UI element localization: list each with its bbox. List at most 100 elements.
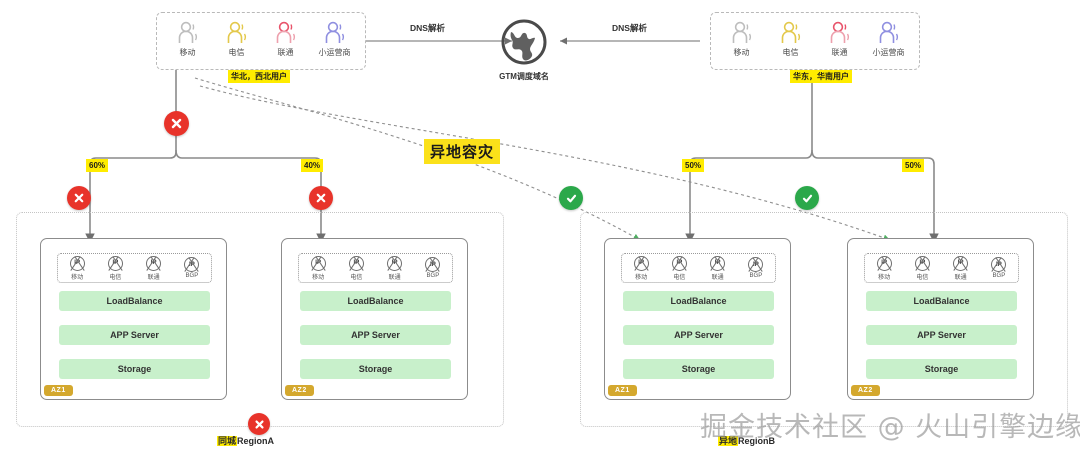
- az-tag: AZ2: [851, 385, 880, 396]
- ip-icon: IP: [671, 255, 687, 271]
- ip-label: 移动: [878, 274, 891, 281]
- az-tag: AZ1: [44, 385, 73, 396]
- service-app-server[interactable]: APP Server: [623, 325, 774, 345]
- carrier-item[interactable]: 电信: [214, 21, 260, 58]
- ip-icon: IP: [69, 255, 85, 271]
- service-loadbalance[interactable]: LoadBalance: [866, 291, 1017, 311]
- service-storage[interactable]: Storage: [300, 359, 451, 379]
- status-badge-region-a[interactable]: [164, 111, 189, 136]
- ip-node[interactable]: IP BGP: [420, 257, 446, 279]
- ip-node[interactable]: IP BGP: [986, 257, 1012, 279]
- status-badge-az1-left[interactable]: [67, 186, 91, 210]
- ip-label: 电信: [109, 274, 122, 281]
- az-tag: AZ2: [285, 385, 314, 396]
- carrier-item[interactable]: 移动: [719, 21, 765, 58]
- ip-icon: IP: [425, 257, 441, 272]
- ip-icon: IP: [310, 255, 326, 271]
- ip-label: 联通: [954, 274, 967, 281]
- carrier-panel-left: 移动 电信 联通: [156, 12, 366, 70]
- ip-node[interactable]: IP 电信: [343, 255, 369, 281]
- service-loadbalance[interactable]: LoadBalance: [623, 291, 774, 311]
- carrier-panel-right: 移动 电信 联通: [710, 12, 920, 70]
- az-tag: AZ1: [608, 385, 637, 396]
- ip-node[interactable]: IP 电信: [909, 255, 935, 281]
- ip-node[interactable]: IP BGP: [179, 257, 205, 279]
- service-storage[interactable]: Storage: [866, 359, 1017, 379]
- carrier-item[interactable]: 小运营商: [312, 21, 358, 58]
- dns-label-right: DNS解析: [612, 23, 647, 33]
- region-label-a: 同城RegionA: [217, 434, 274, 447]
- carrier-item[interactable]: 小运营商: [866, 21, 912, 58]
- status-badge-region-a-bottom[interactable]: [248, 413, 270, 435]
- carrier-label: 小运营商: [872, 48, 905, 57]
- check-icon: [566, 194, 576, 202]
- carrier-item[interactable]: 联通: [263, 21, 309, 58]
- dns-label-left: DNS解析: [410, 23, 445, 33]
- user-icon: [781, 21, 800, 43]
- carrier-item[interactable]: 联通: [817, 21, 863, 58]
- carrier-item[interactable]: 电信: [768, 21, 814, 58]
- service-app-server[interactable]: APP Server: [866, 325, 1017, 345]
- az-box-a2: IP 移动 IP 电信 IP 联通 IP BGP LoadBalance APP…: [281, 238, 468, 400]
- ip-node[interactable]: IP 联通: [948, 255, 974, 281]
- error-x-icon: [171, 118, 182, 129]
- ip-label: 电信: [673, 274, 686, 281]
- ip-node[interactable]: IP 移动: [871, 255, 897, 281]
- audience-tag-right: 华东，华南用户: [790, 70, 852, 83]
- user-icon: [830, 21, 849, 43]
- user-icon: [227, 21, 246, 43]
- ip-label: BGP: [185, 273, 199, 279]
- ip-label: 联通: [147, 274, 160, 281]
- ip-label: 移动: [635, 274, 648, 281]
- ip-node[interactable]: IP 联通: [141, 255, 167, 281]
- carrier-label: 移动: [179, 48, 196, 57]
- carrier-label: 联通: [831, 48, 848, 57]
- ip-node[interactable]: IP 移动: [628, 255, 654, 281]
- ip-icon: IP: [107, 255, 123, 271]
- region-label-a-rest: RegionA: [237, 436, 275, 446]
- ip-icon: IP: [876, 255, 892, 271]
- check-icon: [802, 194, 812, 202]
- ip-label: BGP: [749, 273, 763, 279]
- ip-node[interactable]: IP 移动: [64, 255, 90, 281]
- service-loadbalance[interactable]: LoadBalance: [300, 291, 451, 311]
- gtm-node[interactable]: GTM调度域名: [498, 16, 550, 82]
- status-badge-az1-right[interactable]: [559, 186, 583, 210]
- carrier-item[interactable]: 移动: [165, 21, 211, 58]
- ip-label: 电信: [350, 274, 363, 281]
- error-x-icon: [74, 193, 84, 203]
- ip-icon: IP: [184, 257, 200, 272]
- service-app-server[interactable]: APP Server: [59, 325, 210, 345]
- ip-node[interactable]: IP 电信: [666, 255, 692, 281]
- weight-label-a2: 40%: [301, 159, 324, 172]
- ip-strip: IP 移动 IP 电信 IP 联通 IP BGP: [57, 253, 212, 283]
- error-x-icon: [254, 419, 264, 429]
- region-container-b: [580, 212, 1068, 427]
- service-app-server[interactable]: APP Server: [300, 325, 451, 345]
- status-badge-az2-right[interactable]: [795, 186, 819, 210]
- service-storage[interactable]: Storage: [59, 359, 210, 379]
- ip-strip: IP 移动 IP 电信 IP 联通 IP BGP: [621, 253, 776, 283]
- ip-label: BGP: [426, 273, 440, 279]
- carrier-label: 电信: [782, 48, 799, 57]
- az-box-b2: IP 移动 IP 电信 IP 联通 IP BGP LoadBalance APP…: [847, 238, 1034, 400]
- service-storage[interactable]: Storage: [623, 359, 774, 379]
- ip-node[interactable]: IP 联通: [705, 255, 731, 281]
- user-icon: [325, 21, 344, 43]
- gtm-label: GTM调度域名: [499, 72, 549, 81]
- ip-label: 联通: [711, 274, 724, 281]
- audience-tag-left: 华北，西北用户: [228, 70, 290, 83]
- ip-node[interactable]: IP 移动: [305, 255, 331, 281]
- ip-node[interactable]: IP 联通: [382, 255, 408, 281]
- user-icon: [178, 21, 197, 43]
- ip-label: 联通: [388, 274, 401, 281]
- weight-label-b2: 50%: [902, 159, 925, 172]
- service-loadbalance[interactable]: LoadBalance: [59, 291, 210, 311]
- carrier-label: 电信: [228, 48, 245, 57]
- carrier-label: 小运营商: [318, 48, 351, 57]
- ip-icon: IP: [146, 255, 162, 271]
- status-badge-az2-left[interactable]: [309, 186, 333, 210]
- ip-node[interactable]: IP BGP: [743, 257, 769, 279]
- ip-node[interactable]: IP 电信: [102, 255, 128, 281]
